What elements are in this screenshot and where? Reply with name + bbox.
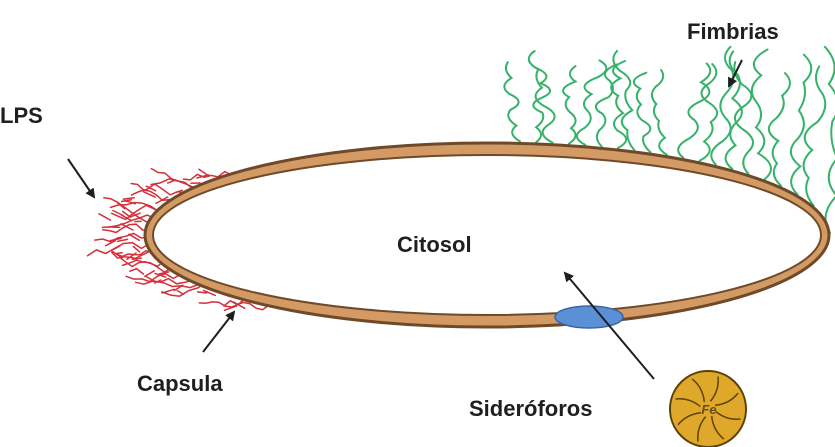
capsula-label: Capsula [137,371,223,396]
fimbria-strand [652,70,667,155]
arrow-capsula [203,312,234,352]
fimbria-strand [577,60,606,144]
lps-strand [103,224,150,232]
lps-branch [130,269,136,271]
capsule-ring [145,143,829,327]
fimbria-strand [634,73,651,153]
lps-branch [118,239,128,241]
lps-branch [198,292,207,293]
lps-strand [199,299,244,307]
fimbria-strand [563,66,575,144]
lps-branch [123,198,134,199]
fimbria-strand [734,62,753,174]
citosol-label: Citosol [397,232,472,257]
fimbria-strand [752,50,771,180]
lps-branch [159,272,169,274]
fimbria-strand [825,47,835,233]
fimbria-strand [769,73,790,186]
sideroforos-label: Sideróforos [469,396,592,421]
arrow-lps [68,159,94,197]
lps-branch [145,271,154,277]
fimbria-strand [504,62,520,141]
fimbria-strand [804,66,826,205]
channel-icon [555,306,623,328]
fimbria-strand [791,55,811,195]
lps-label: LPS [0,103,43,128]
fe-label: Fe [701,402,716,417]
lps-branch [136,268,143,274]
lps-branch [177,291,183,295]
siderophore-icon: Fe [670,371,746,447]
lps-branch [109,227,120,228]
fimbrias-label: Fimbrias [687,19,779,44]
lps-branch [99,214,111,220]
